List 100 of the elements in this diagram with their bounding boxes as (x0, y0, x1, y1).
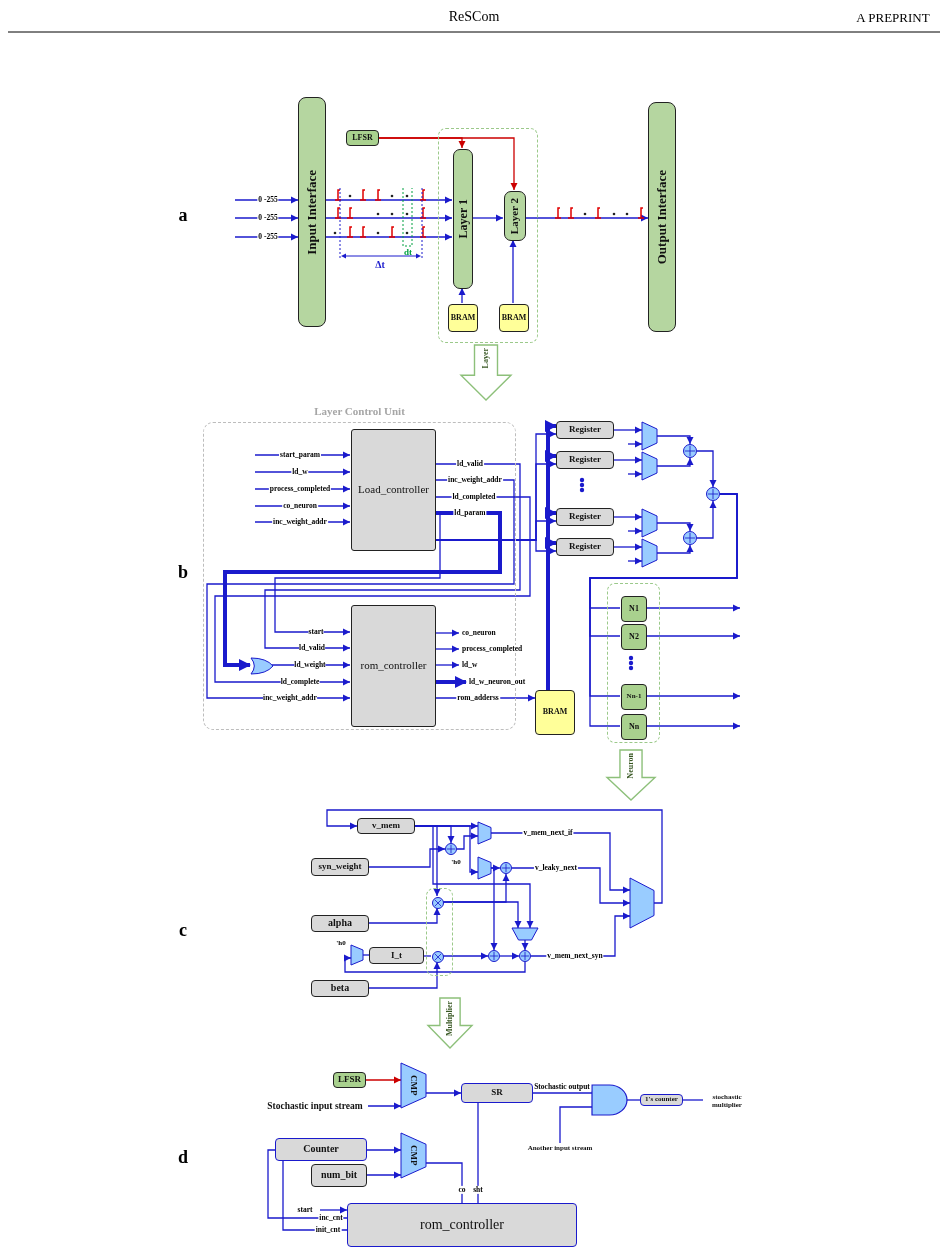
arrow (627, 440, 643, 448)
arrow (613, 513, 643, 521)
arrow (499, 952, 520, 960)
arrow (368, 961, 441, 989)
multiplexer-symbol (642, 422, 657, 450)
panel-letter: a (178, 206, 188, 224)
lfsr-block: LFSR (346, 130, 379, 146)
arrow (434, 661, 460, 669)
memory-block: BRAM (448, 304, 478, 332)
arrow (656, 435, 694, 445)
arrow (490, 864, 501, 872)
arrow (325, 196, 453, 204)
signal-text: Stochastic input stream (262, 1100, 368, 1113)
arrow (627, 470, 643, 478)
dashed-group-frame (426, 888, 453, 976)
memory-block: BRAM (499, 304, 529, 332)
multiplexer-symbol (478, 857, 491, 879)
multiplexer-symbol (642, 539, 657, 567)
arrow (524, 214, 649, 222)
register-block: Register (556, 508, 614, 526)
comparator-symbol: CMP (401, 1133, 426, 1178)
arrow (344, 954, 526, 973)
interface-block: Output Interface (648, 102, 676, 332)
connector-line (532, 1092, 593, 1094)
arrow (223, 511, 502, 671)
arrow (368, 907, 441, 924)
controller-block: rom_controller (347, 1203, 577, 1247)
arrow (696, 500, 717, 539)
multiplexer-symbol (512, 928, 538, 940)
arrow (325, 214, 453, 222)
adder-symbol (445, 843, 457, 855)
dashed-group-frame (607, 583, 660, 743)
panel-letter: d (178, 1148, 188, 1166)
dimension-text: dt (404, 247, 412, 257)
arrow (645, 604, 741, 612)
register-block: syn_weight (311, 858, 369, 876)
arrow (442, 901, 522, 929)
panel-letter: c (179, 921, 187, 939)
connector-line (682, 1099, 704, 1101)
and-gate-symbol (592, 1085, 627, 1115)
multiplexer-symbol (642, 509, 657, 537)
header-text: ReSCom (448, 10, 500, 24)
adder-symbol (488, 950, 500, 962)
layer-block: Layer 2 (504, 191, 526, 241)
arrow (545, 537, 557, 690)
arrow (458, 287, 466, 304)
register-block: Register (556, 451, 614, 469)
register-block: num_bit (311, 1164, 367, 1187)
arrow (627, 557, 643, 565)
header-text: A PREPRINT (856, 10, 930, 24)
arrow (490, 867, 498, 951)
arrow (367, 1102, 402, 1110)
connector-line (362, 954, 370, 956)
multiplexer-symbol (351, 945, 363, 965)
multiplier-symbol (432, 897, 444, 909)
panel-letter: b (178, 563, 188, 581)
connector-line (425, 1162, 463, 1204)
arrow (613, 426, 643, 434)
multiplexer-symbol (642, 452, 657, 480)
multiplexer-symbol (630, 878, 654, 928)
register-block: SR (461, 1083, 533, 1103)
arrow (509, 239, 517, 304)
adder-symbol (706, 487, 720, 501)
arrow (456, 832, 479, 850)
arrow (425, 1089, 462, 1097)
adder-symbol (683, 531, 697, 545)
arrow (645, 692, 741, 700)
connector-line (559, 1106, 593, 1144)
arrow (442, 952, 489, 960)
arrow (264, 463, 521, 652)
register-block: Register (556, 538, 614, 556)
arrow (414, 825, 534, 929)
controller-block: rom_controller (351, 605, 436, 727)
arrow (613, 456, 643, 464)
hollow-arrow: Neuron (607, 750, 655, 800)
arrow (656, 457, 694, 467)
multiplier-symbol (432, 951, 444, 963)
connector-line (423, 955, 432, 957)
arrow (645, 722, 741, 730)
lfsr-block: LFSR (333, 1072, 366, 1088)
arrow (435, 676, 467, 688)
controller-block: Load_controller (351, 429, 436, 551)
arrow (366, 1171, 402, 1179)
arrow (645, 632, 741, 640)
connector-line (477, 1102, 479, 1204)
memory-block: BRAM (535, 690, 575, 735)
register-block: I_t (369, 947, 424, 964)
or-gate-symbol (251, 658, 273, 674)
arrow (613, 543, 643, 551)
layer-block: Layer 1 (453, 149, 473, 289)
register-block: Register (556, 421, 614, 439)
arrow (254, 468, 351, 476)
adder-symbol (519, 950, 531, 962)
adder-symbol (500, 862, 512, 874)
arrow (325, 233, 453, 241)
arrow (471, 214, 504, 222)
arrow (521, 939, 529, 951)
arrow (627, 527, 643, 535)
register-block: Counter (275, 1138, 367, 1161)
register-block: alpha (311, 915, 369, 932)
